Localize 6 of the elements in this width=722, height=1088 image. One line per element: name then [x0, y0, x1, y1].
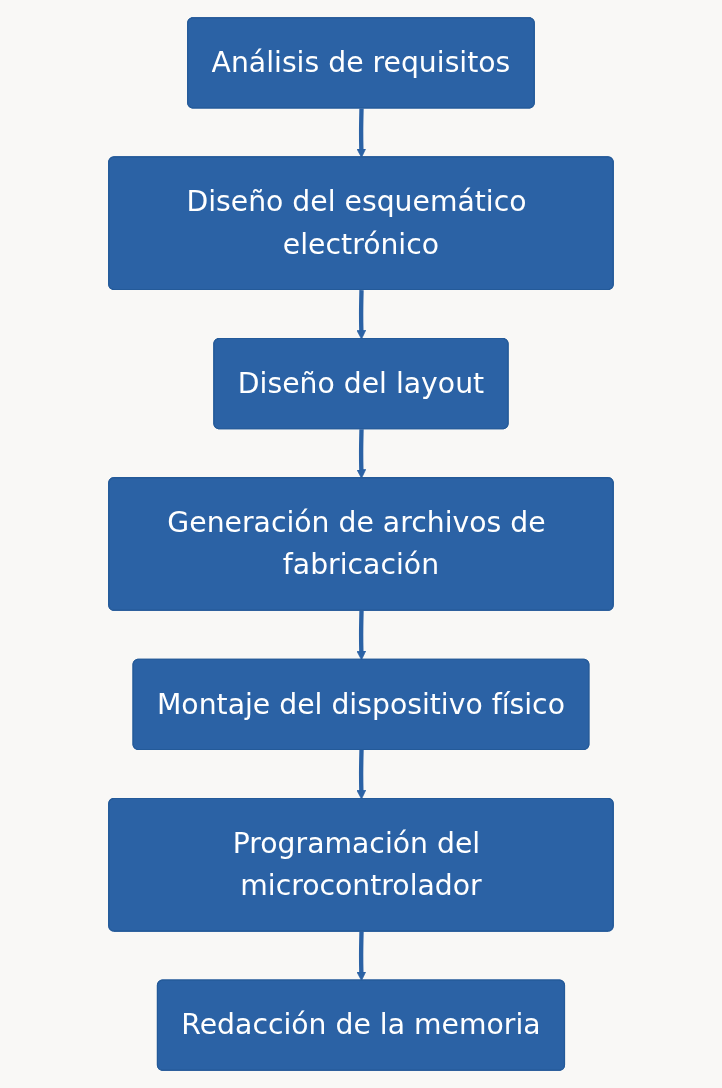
arrow — [356, 108, 367, 158]
arrow — [356, 750, 367, 800]
arrow — [356, 610, 367, 661]
arrow — [356, 290, 367, 340]
arrow — [356, 429, 367, 479]
arrow — [356, 931, 367, 981]
